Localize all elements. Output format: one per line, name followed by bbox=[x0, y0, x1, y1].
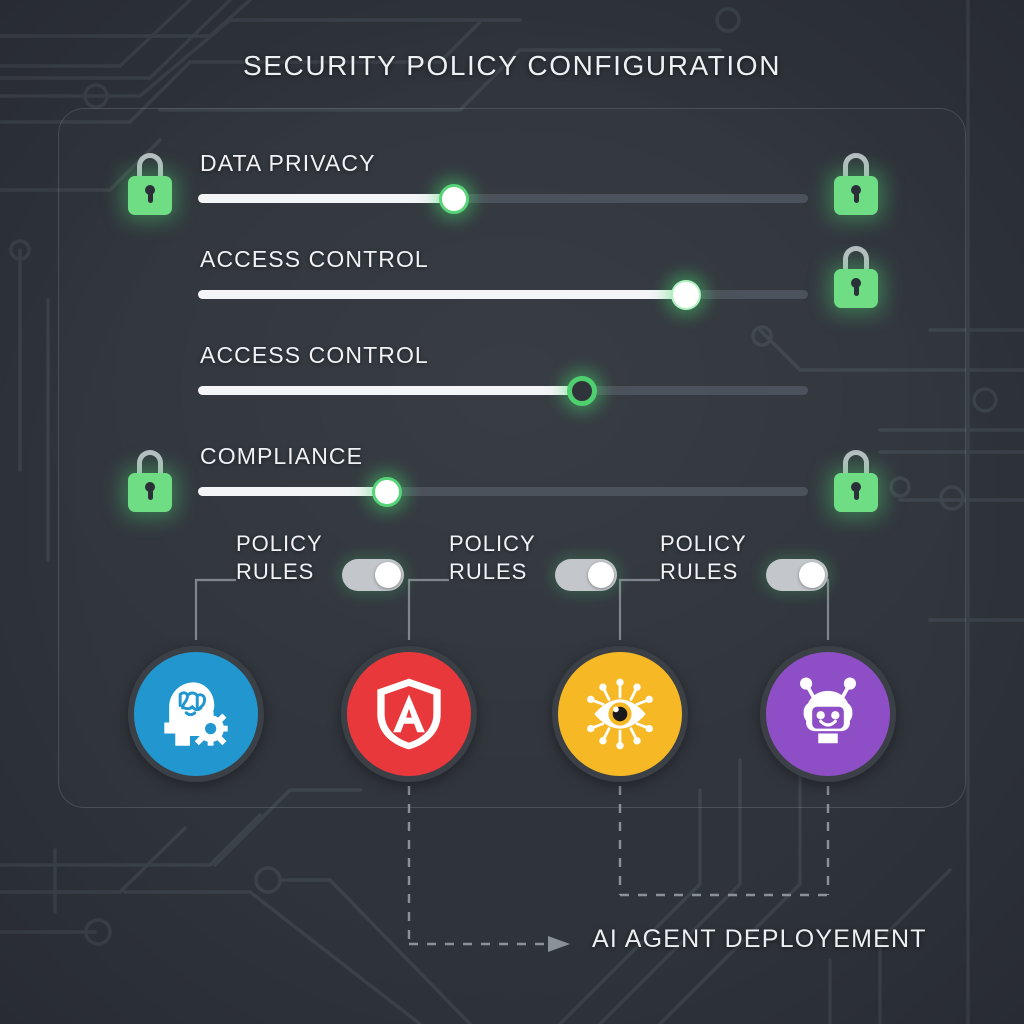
footer-label: AI AGENT DEPLOYEMENT bbox=[592, 925, 927, 953]
slider-fill bbox=[198, 386, 583, 395]
policy-rule-group-1: POLICY RULES bbox=[236, 530, 456, 600]
slider-row-data-privacy: DATA PRIVACY bbox=[0, 150, 1024, 260]
policy-rules-toggle-3[interactable] bbox=[766, 559, 828, 591]
slider-thumb-access-control-1[interactable] bbox=[671, 279, 701, 310]
policy-rule-line1: POLICY bbox=[660, 531, 747, 556]
slider-track-compliance[interactable] bbox=[198, 476, 808, 507]
slider-track-access-control-2[interactable] bbox=[198, 375, 808, 406]
node-ai-brain[interactable] bbox=[128, 646, 264, 782]
slider-label: COMPLIANCE bbox=[200, 443, 364, 469]
policy-rule-line2: RULES bbox=[236, 559, 315, 584]
slider-label: DATA PRIVACY bbox=[200, 150, 376, 176]
slider-track-access-control-1[interactable] bbox=[198, 279, 808, 310]
shield-a-icon bbox=[377, 678, 441, 750]
slider-thumb-compliance[interactable] bbox=[372, 476, 403, 507]
slider-row-compliance: COMPLIANCE bbox=[0, 443, 1024, 553]
policy-rule-group-3: POLICY RULES bbox=[660, 530, 880, 600]
node-monitoring-eye[interactable] bbox=[552, 646, 688, 782]
toggle-knob bbox=[588, 562, 614, 588]
slider-row-access-control-2: ACCESS CONTROL bbox=[0, 342, 1024, 452]
lock-icon-compliance-right bbox=[832, 450, 880, 512]
policy-rules-toggle-2[interactable] bbox=[555, 559, 617, 591]
lock-icon-access-control-right bbox=[832, 246, 880, 308]
config-panel bbox=[58, 108, 966, 808]
slider-label: ACCESS CONTROL bbox=[200, 246, 429, 272]
policy-rule-group-2: POLICY RULES bbox=[449, 530, 669, 600]
policy-rules-toggle-1[interactable] bbox=[342, 559, 404, 591]
lock-icon-data-privacy-right bbox=[832, 153, 880, 215]
policy-rule-line1: POLICY bbox=[449, 531, 536, 556]
node-ai-robot[interactable] bbox=[760, 646, 896, 782]
slider-thumb-data-privacy[interactable] bbox=[439, 183, 470, 214]
policy-rule-line1: POLICY bbox=[236, 531, 323, 556]
policy-rule-line2: RULES bbox=[449, 559, 528, 584]
toggle-knob bbox=[799, 562, 825, 588]
slider-thumb-access-control-2[interactable] bbox=[567, 375, 598, 406]
slider-row-access-control-1: ACCESS CONTROL bbox=[0, 246, 1024, 356]
node-shield-a[interactable] bbox=[341, 646, 477, 782]
ai-brain-head-icon bbox=[164, 682, 228, 746]
slider-fill bbox=[198, 290, 686, 299]
slider-label: ACCESS CONTROL bbox=[200, 342, 429, 368]
slider-track-data-privacy[interactable] bbox=[198, 183, 808, 214]
robot-face-icon bbox=[799, 677, 857, 744]
policy-rule-line2: RULES bbox=[660, 559, 739, 584]
slider-fill bbox=[198, 487, 388, 496]
dashed-arrow-right-icon bbox=[548, 936, 570, 952]
lock-icon-compliance-left bbox=[126, 450, 174, 512]
page-title: SECURITY POLICY CONFIGURATION bbox=[242, 50, 782, 81]
lock-icon-data-privacy-left bbox=[126, 153, 174, 215]
toggle-knob bbox=[375, 562, 401, 588]
eye-monitoring-icon bbox=[587, 678, 653, 750]
slider-fill bbox=[198, 194, 455, 203]
